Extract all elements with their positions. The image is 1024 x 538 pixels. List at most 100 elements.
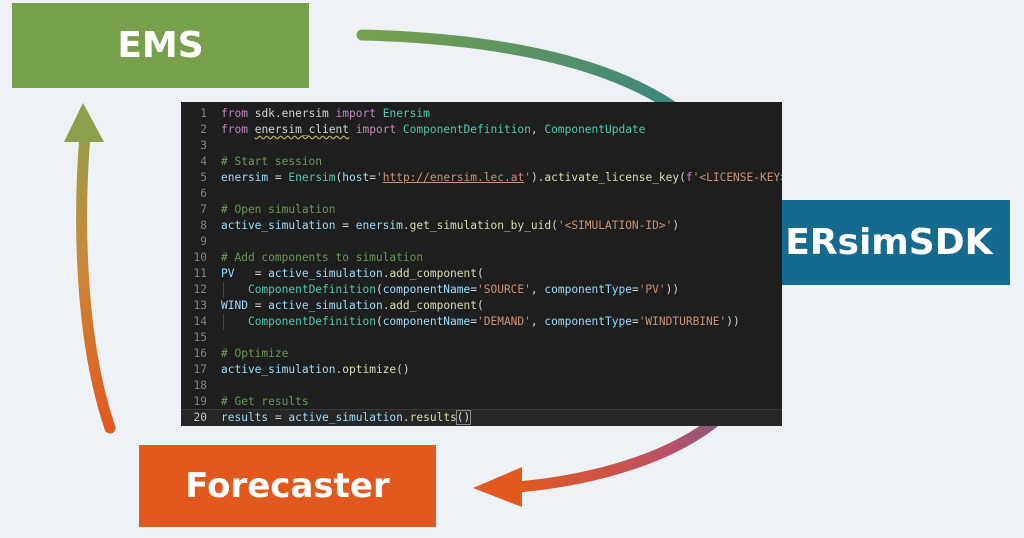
code-token	[221, 283, 248, 296]
code-text: # Optimize	[221, 346, 288, 362]
code-token: WIND	[221, 299, 248, 312]
line-number: 16	[193, 347, 207, 360]
code-token: ()	[396, 363, 410, 376]
line-number: 4	[200, 155, 207, 168]
line-number: 12	[193, 283, 207, 296]
code-line: 3	[181, 138, 782, 154]
indent-guide	[223, 314, 224, 330]
line-number: 2	[200, 123, 207, 136]
code-token: componentName	[382, 315, 471, 328]
code-line: 4 # Start session	[181, 154, 782, 170]
code-token	[349, 123, 356, 136]
code-text: # Add components to simulation	[221, 250, 423, 266]
code-token	[248, 107, 255, 120]
code-line: 18	[181, 378, 782, 394]
code-token: ComponentDefinition	[247, 283, 376, 296]
code-token: componentName	[382, 283, 471, 296]
code-token: enersim_client	[254, 123, 349, 136]
code-token: add_component	[389, 267, 477, 280]
code-token: http://enersim.lec.at	[382, 171, 525, 184]
code-token: active_simulation	[268, 299, 383, 312]
code-token: optimize	[342, 363, 397, 376]
code-token: =	[631, 283, 639, 296]
line-number: 15	[193, 331, 207, 344]
code-token	[396, 123, 403, 136]
code-token	[329, 107, 336, 120]
code-token: get_simulation_by_uid	[409, 219, 552, 232]
code-token: import	[355, 123, 397, 136]
code-token: PV	[221, 267, 235, 280]
code-token: ).	[530, 171, 545, 184]
code-token: activate_license_key	[544, 171, 680, 184]
code-line: 19 # Get results	[181, 394, 782, 410]
code-text: # Get results	[221, 394, 309, 410]
code-token: results	[409, 411, 457, 424]
code-text: ComponentDefinition(componentName='SOURC…	[221, 282, 679, 298]
code-token: Enersim	[288, 171, 336, 184]
code-token: (	[375, 315, 383, 328]
code-token: results	[221, 411, 269, 424]
line-number: 3	[200, 139, 207, 152]
line-number: 18	[193, 379, 207, 392]
code-line: 9	[181, 234, 782, 250]
line-number: 13	[193, 299, 207, 312]
line-number: 19	[193, 395, 207, 408]
code-token: =	[369, 171, 376, 184]
line-number: 5	[200, 171, 207, 184]
code-token: ComponentDefinition	[402, 123, 531, 136]
line-number: 7	[200, 203, 207, 216]
line-number: 8	[200, 219, 207, 232]
code-token: =	[335, 219, 356, 232]
code-token: =	[631, 315, 639, 328]
code-token: componentType	[544, 283, 632, 296]
code-token: 'PV'	[638, 283, 666, 296]
code-token: (	[335, 171, 343, 184]
ems-node: EMS	[12, 3, 309, 88]
code-token: .	[382, 267, 390, 280]
code-token: # Open simulation	[221, 203, 336, 216]
code-token: ,	[530, 315, 545, 328]
code-token: 'SOURCE'	[477, 283, 531, 296]
forecaster-node: Forecaster	[139, 445, 436, 527]
line-number: 1	[200, 107, 207, 120]
code-token: # Get results	[221, 395, 309, 408]
code-token: ComponentDefinition	[247, 315, 376, 328]
code-token: from	[221, 107, 248, 120]
line-number: 11	[193, 267, 207, 280]
code-token: ()	[455, 410, 472, 425]
line-number: 17	[193, 363, 207, 376]
code-token	[376, 107, 383, 120]
code-token: ))	[726, 315, 740, 328]
code-token: =	[268, 411, 289, 424]
code-token: =	[470, 283, 477, 296]
code-token: =	[247, 299, 269, 312]
code-token: .	[402, 411, 410, 424]
code-line: 10 # Add components to simulation	[181, 250, 782, 266]
line-number: 20	[193, 411, 207, 424]
code-token: '<SIMULATION-ID>'	[557, 219, 673, 232]
code-token: enersim	[221, 171, 269, 184]
code-text: # Start session	[221, 154, 322, 170]
code-token: (	[551, 219, 558, 232]
code-token: active_simulation	[221, 219, 336, 232]
code-line: 12 ComponentDefinition(componentName='SO…	[181, 282, 782, 298]
line-number: 9	[200, 235, 207, 248]
code-text: ComponentDefinition(componentName='DEMAN…	[221, 314, 740, 330]
code-token: active_simulation	[288, 411, 403, 424]
code-token: '<LICENSE-KEY>'	[692, 171, 782, 184]
code-token: =	[268, 171, 289, 184]
code-line: 15	[181, 330, 782, 346]
code-token: add_component	[389, 299, 477, 312]
code-text: # Open simulation	[221, 202, 336, 218]
code-token: '	[375, 171, 383, 184]
code-token: from	[221, 123, 248, 136]
code-token: =	[470, 315, 477, 328]
code-token: f	[685, 171, 693, 184]
code-token	[221, 315, 248, 328]
line-number: 10	[193, 251, 207, 264]
